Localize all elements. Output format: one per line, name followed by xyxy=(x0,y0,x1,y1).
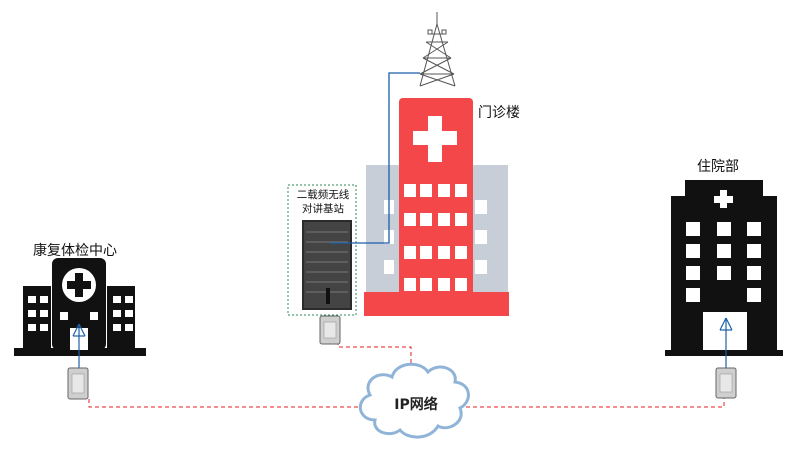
outpatient-windows xyxy=(404,184,467,291)
checkup-center-building xyxy=(14,258,146,372)
base-station-frame xyxy=(287,184,357,316)
ip-link-center xyxy=(337,334,412,372)
checkup-center-label: 康复体检中心 xyxy=(33,243,117,259)
antenna-icon xyxy=(72,323,86,372)
outpatient-label: 门诊楼 xyxy=(478,105,520,121)
base-station-label-line2: 对讲基站 xyxy=(302,203,344,215)
medical-cross-icon xyxy=(67,273,91,297)
repeater-device-left xyxy=(67,367,89,400)
medical-cross-icon xyxy=(413,116,457,162)
medical-cross-icon xyxy=(714,190,733,208)
base-station-label: 二载频无线 对讲基站 xyxy=(290,188,356,216)
base-station-cabinet xyxy=(287,184,357,316)
inpatient-building xyxy=(665,180,783,370)
repeater-device-center xyxy=(319,315,341,345)
base-station-label-line1: 二载频无线 xyxy=(296,189,350,201)
ip-network-cloud xyxy=(359,362,470,439)
inpatient-label: 住院部 xyxy=(697,159,739,175)
ip-network-label: IP网络 xyxy=(394,397,438,413)
outpatient-building xyxy=(364,98,509,316)
antenna-feeder-line xyxy=(330,72,420,244)
ip-link-left xyxy=(88,399,366,408)
antenna-icon xyxy=(719,317,733,370)
repeater-device-right xyxy=(715,367,737,399)
radio-tower-icon xyxy=(419,12,456,87)
ip-link-right xyxy=(466,398,725,408)
